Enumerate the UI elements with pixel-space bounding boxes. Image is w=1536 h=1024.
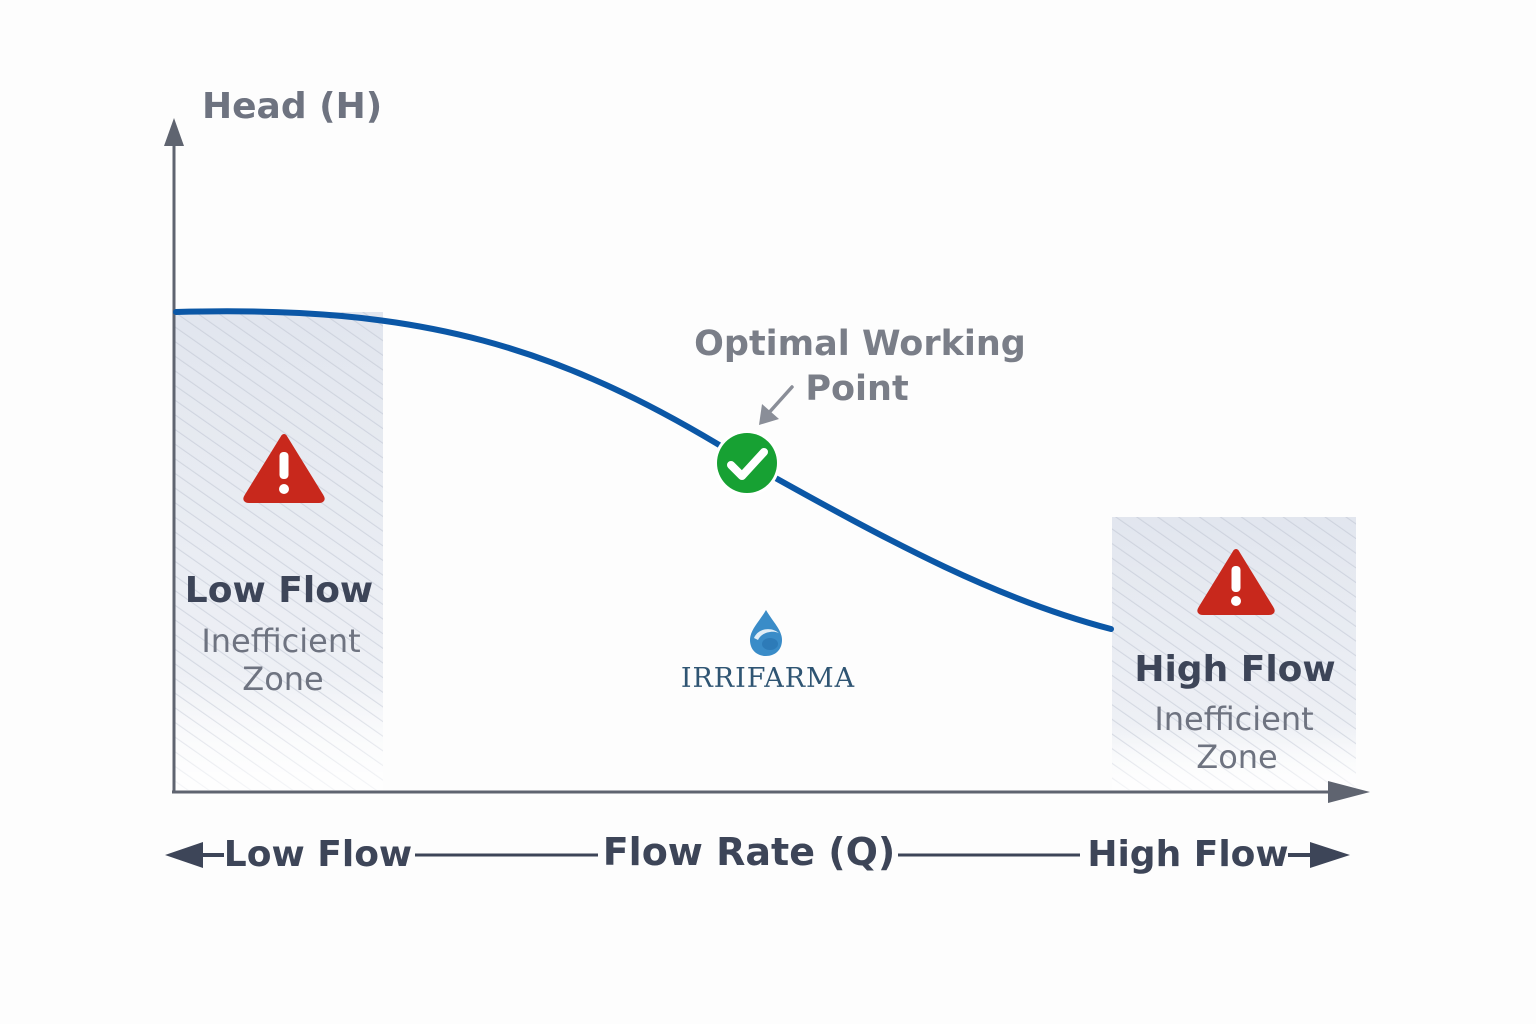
x-left-label: Low Flow bbox=[224, 834, 412, 875]
logo-text: IRRIFARMA bbox=[681, 663, 855, 694]
left-arrow-icon bbox=[165, 842, 203, 868]
x-axis bbox=[172, 781, 1370, 803]
low-zone-line2: Zone bbox=[242, 660, 323, 698]
y-axis-title: Head (H) bbox=[202, 86, 382, 127]
optimal-point-arrow-icon bbox=[759, 385, 794, 425]
water-drop-icon bbox=[750, 610, 782, 656]
right-arrow-icon bbox=[1310, 842, 1350, 868]
y-axis-arrow-icon bbox=[164, 118, 184, 146]
low-flow-zone bbox=[175, 312, 383, 790]
optimal-point-label-line1: Optimal Working bbox=[694, 324, 1026, 364]
high-zone-line2: Zone bbox=[1196, 738, 1277, 776]
high-warning-icon bbox=[1197, 549, 1275, 615]
high-zone-title: High Flow bbox=[1134, 649, 1335, 690]
x-right-label: High Flow bbox=[1087, 834, 1288, 875]
low-zone-title: Low Flow bbox=[185, 570, 373, 611]
flow-rate-scale: Low Flow Flow Rate (Q) High Flow bbox=[165, 830, 1350, 875]
x-axis-title: Flow Rate (Q) bbox=[603, 830, 896, 874]
check-circle-icon bbox=[714, 430, 780, 496]
y-axis bbox=[164, 118, 184, 792]
optimal-point-label-line2: Point bbox=[805, 369, 908, 409]
low-warning-icon bbox=[243, 434, 325, 503]
irrifarma-logo: IRRIFARMA bbox=[681, 610, 855, 694]
x-axis-arrow-icon bbox=[1328, 781, 1370, 803]
low-zone-line1: Inefficient bbox=[201, 622, 360, 660]
high-zone-line1: Inefficient bbox=[1154, 700, 1313, 738]
